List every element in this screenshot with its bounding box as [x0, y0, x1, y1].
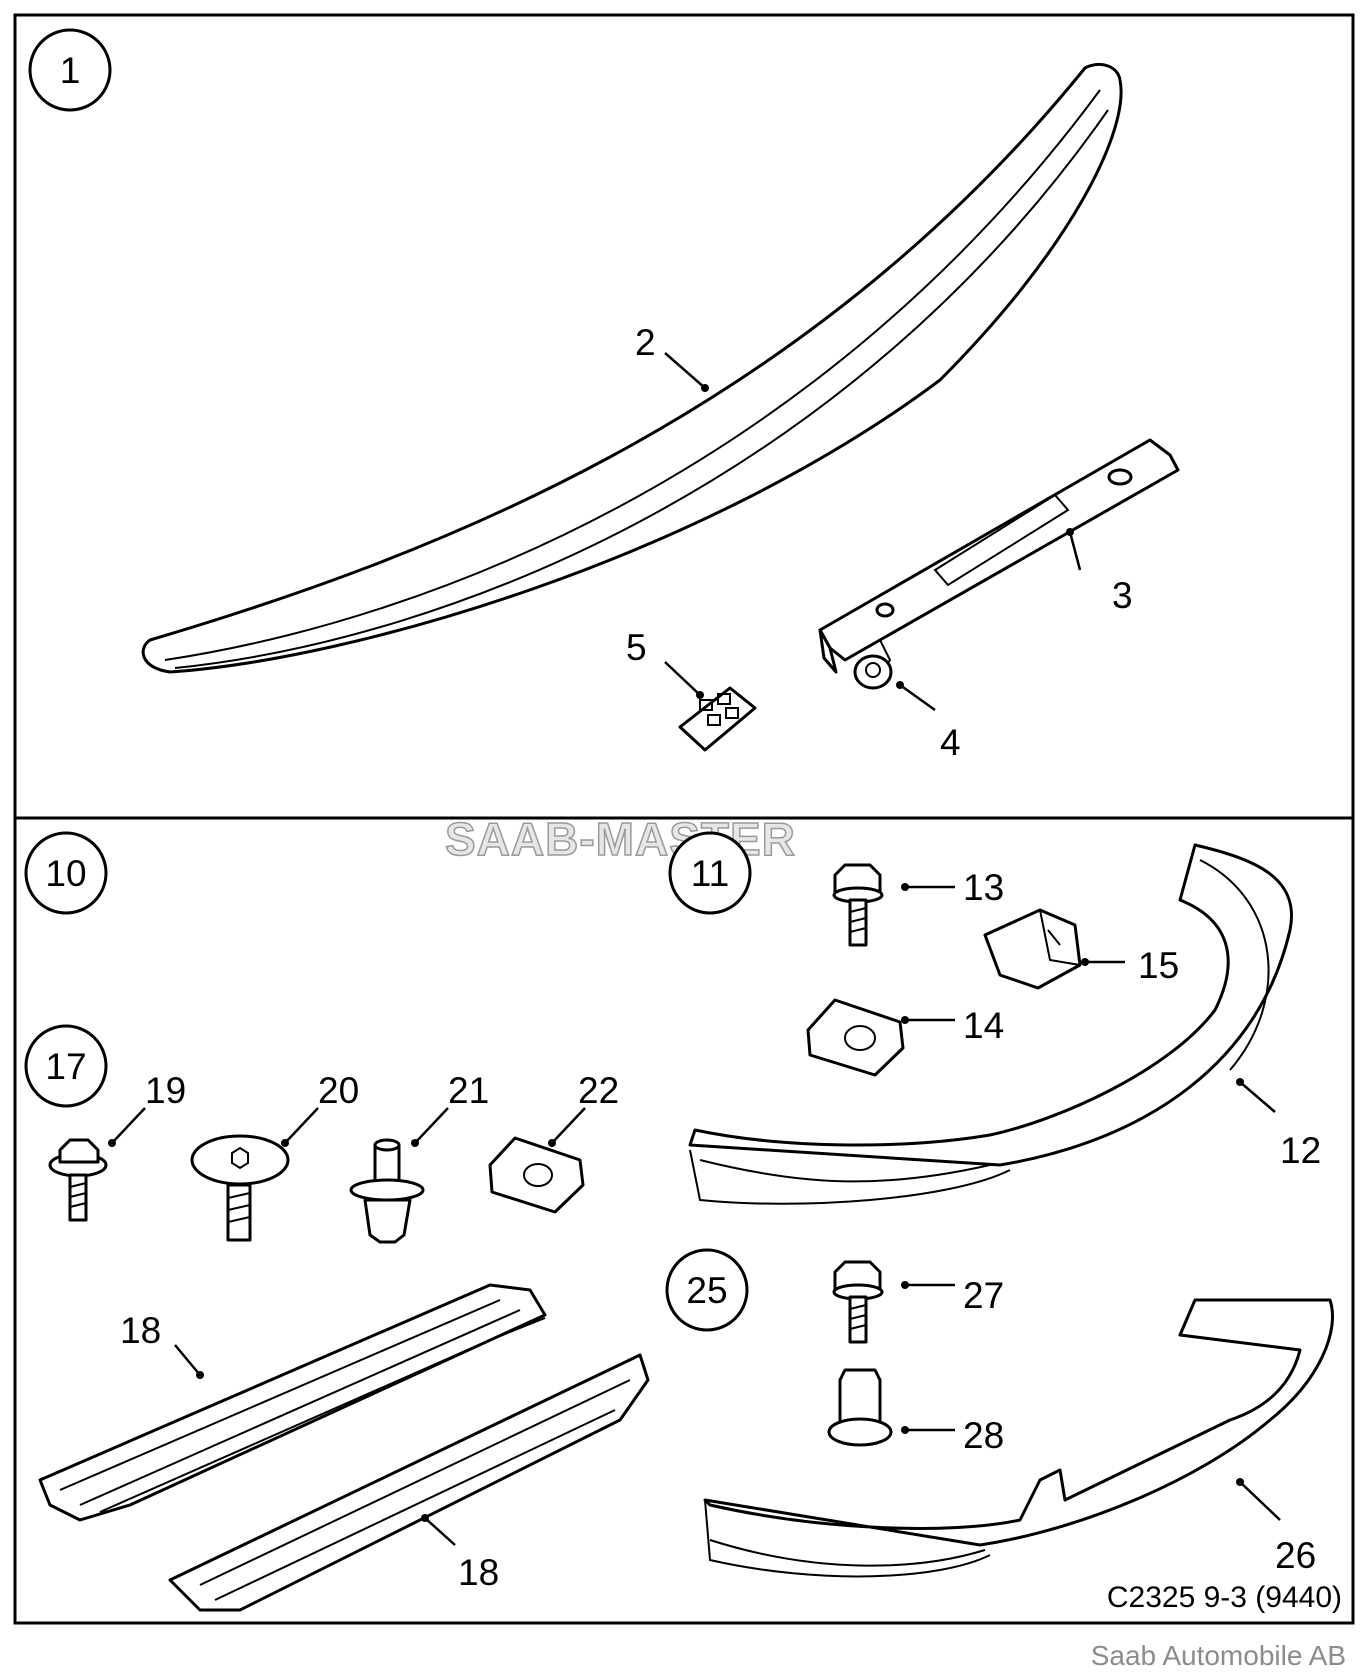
group-marker-25: 25	[665, 1248, 749, 1332]
part-label-3: 3	[1112, 575, 1133, 616]
part-label-14: 14	[963, 1005, 1004, 1046]
part-label-20: 20	[318, 1070, 359, 1111]
bolt-part-13	[832, 863, 884, 947]
part-label-28: 28	[963, 1415, 1004, 1456]
nut-insert-part-28	[827, 1368, 893, 1447]
group-marker-1: 1	[28, 28, 112, 112]
svg-text:1: 1	[60, 50, 81, 91]
group-marker-10: 10	[24, 831, 108, 915]
part-label-18-upper: 18	[120, 1310, 161, 1351]
side-skirt-part-18-upper	[38, 1283, 547, 1522]
diagram-code: C2325 9-3 (9440)	[1107, 1581, 1342, 1614]
part-label-15: 15	[1138, 945, 1179, 986]
part-label-13: 13	[963, 867, 1004, 908]
svg-text:10: 10	[45, 853, 86, 894]
part-label-5: 5	[626, 627, 647, 668]
part-label-27: 27	[963, 1275, 1004, 1316]
clip-part-15	[983, 908, 1082, 990]
spoiler-bracket-part-3	[818, 438, 1180, 676]
nut-part-4	[853, 654, 893, 690]
svg-text:11: 11	[691, 853, 729, 894]
part-label-18-lower: 18	[458, 1552, 499, 1593]
part-label-26: 26	[1275, 1535, 1316, 1576]
bolt-part-27	[832, 1260, 884, 1344]
group-marker-17: 17	[24, 1024, 108, 1108]
svg-text:25: 25	[686, 1270, 727, 1311]
lower-panel-frame	[13, 816, 1355, 1625]
part-label-2: 2	[635, 322, 656, 363]
rear-valance-part-26	[703, 1298, 1334, 1578]
part-label-4: 4	[940, 722, 961, 763]
torx-screw-part-20	[190, 1134, 290, 1242]
flange-bolt-part-19	[48, 1138, 108, 1222]
copyright-notice: Saab Automobile AB	[1091, 1640, 1346, 1671]
rear-spoiler-part-2	[141, 63, 1123, 674]
part-label-22: 22	[578, 1070, 619, 1111]
group-marker-11: 11	[668, 831, 752, 915]
part-label-19: 19	[145, 1070, 186, 1111]
part-label-21: 21	[448, 1070, 489, 1111]
part-label-12: 12	[1280, 1130, 1321, 1171]
side-skirt-part-18-lower	[168, 1353, 650, 1612]
svg-text:17: 17	[45, 1046, 86, 1087]
clip-nut-part-14	[806, 998, 905, 1077]
adhesive-pad-part-5	[678, 686, 757, 752]
front-spoiler-lip-part-12	[688, 843, 1293, 1205]
clip-nut-part-22	[488, 1136, 585, 1214]
push-rivet-part-21	[349, 1138, 425, 1244]
